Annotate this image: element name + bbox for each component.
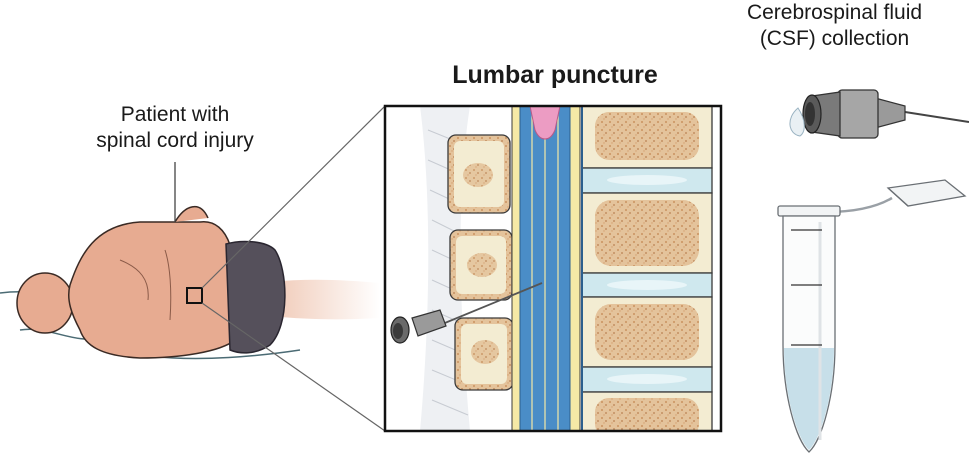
patient-shorts: [225, 240, 286, 354]
patient-head: [16, 272, 74, 334]
puncture-site-marker: [186, 287, 203, 304]
patient-label: Patient with spinal cord injury: [60, 102, 290, 155]
patient-shoulder: [174, 206, 209, 223]
csf-label-line2: (CSF) collection: [759, 27, 910, 51]
zoom-line-top: [201, 105, 386, 289]
csf-collection-label: Cerebrospinal fluid (CSF) collection: [700, 0, 969, 53]
collection-tube: [777, 179, 967, 453]
csf-drop: [789, 107, 805, 137]
spinal-needle: [439, 282, 543, 326]
csf-dripping-hub: [789, 89, 969, 139]
patient-label-line2: spinal cord injury: [96, 129, 254, 153]
csf-label-line1: Cerebrospinal fluid: [746, 1, 923, 24]
patient-figure: [0, 206, 380, 360]
needle-hub: [390, 309, 447, 344]
procedure-title: Lumbar puncture: [452, 61, 658, 89]
patient-label-line1: Patient with: [120, 103, 230, 126]
patient-back: [68, 221, 236, 359]
intervertebral-disc: [581, 167, 713, 194]
inset-frame: [383, 104, 723, 433]
tube-cap: [886, 179, 967, 207]
needle-shaft: [904, 111, 969, 123]
patient-legs: [270, 279, 380, 320]
spine-inset: [385, 106, 721, 431]
tube-csf-fluid: [784, 348, 834, 450]
zoom-line-bottom: [201, 302, 386, 432]
spinal-cord-conus: [529, 106, 561, 140]
